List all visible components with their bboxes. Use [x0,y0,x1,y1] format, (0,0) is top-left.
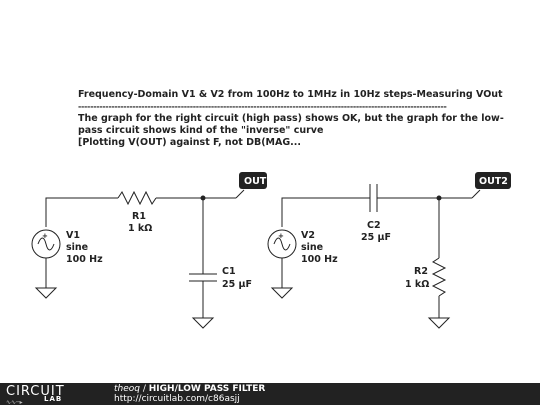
capacitor-c1-name: C1 [222,266,236,277]
sine-icon [273,237,291,251]
junction-dot [200,195,206,201]
wire [235,189,245,199]
brand-logo[interactable]: CIRCUIT [6,384,65,399]
junction-dot [436,195,442,201]
capacitor-c1-value: 25 µF [222,279,252,290]
wire [45,197,118,227]
resistor-r2-name: R2 [414,266,428,277]
source-v2-freq: 100 Hz [301,254,338,265]
source-v1-freq: 100 Hz [66,254,103,265]
footer-url[interactable]: http://circuitlab.com/c86asjj [114,394,240,404]
sine-icon [37,237,55,251]
resistor-r1-symbol[interactable] [117,190,157,206]
plus-sign: + [42,232,48,240]
net-flag-out2[interactable] [475,172,511,189]
plus-sign: + [278,232,284,240]
ground-icon [270,287,294,299]
wire [281,197,370,227]
resistor-r2-symbol[interactable] [431,257,447,297]
resistor-r2-value: 1 kΩ [405,279,429,290]
footer-user[interactable]: theoq [114,384,140,394]
left-circuit [31,189,245,329]
footer-title-line: theoq / HIGH/LOW PASS FILTER [114,384,265,394]
capacitor-c2-name: C2 [367,220,381,231]
description-line: [Plotting V(OUT) against F, not DB(MAG..… [78,137,301,148]
source-v2-type: sine [301,242,323,253]
footer-separator: / [140,384,149,394]
brand-wire-icon: ∿∿─▸ [6,399,23,406]
brand-logo-sub: LAB [44,395,63,403]
right-circuit [267,184,481,329]
resistor-r1-name: R1 [132,211,146,222]
schematic-canvas: + + OUT OUT2 R1 1 kΩ C1 25 µF V1 sine 10… [31,172,511,329]
ground-icon [191,317,215,329]
net-flag-out[interactable] [239,172,267,189]
resistor-r1-value: 1 kΩ [128,223,152,234]
capacitor-c2-value: 25 µF [361,232,391,243]
footer-circuit-title: HIGH/LOW PASS FILTER [148,384,266,394]
net-flag-out-label: OUT [244,176,267,187]
description-line: The graph for the right circuit (high pa… [78,113,504,124]
source-v2-name: V2 [301,230,315,241]
ground-icon [34,287,58,299]
description-title: Frequency-Domain V1 & V2 from 100Hz to 1… [78,89,503,100]
source-v1-name: V1 [66,230,80,241]
footer-bar: CIRCUIT ∿∿─▸ LAB theoq / HIGH/LOW PASS F… [0,383,540,406]
description-line: pass circuit shows kind of the "inverse"… [78,125,324,136]
source-v1-type: sine [66,242,88,253]
wire [471,189,481,199]
ground-icon [427,317,451,329]
description-divider: ----------------------------------------… [78,102,447,111]
net-flag-out2-label: OUT2 [479,176,508,187]
